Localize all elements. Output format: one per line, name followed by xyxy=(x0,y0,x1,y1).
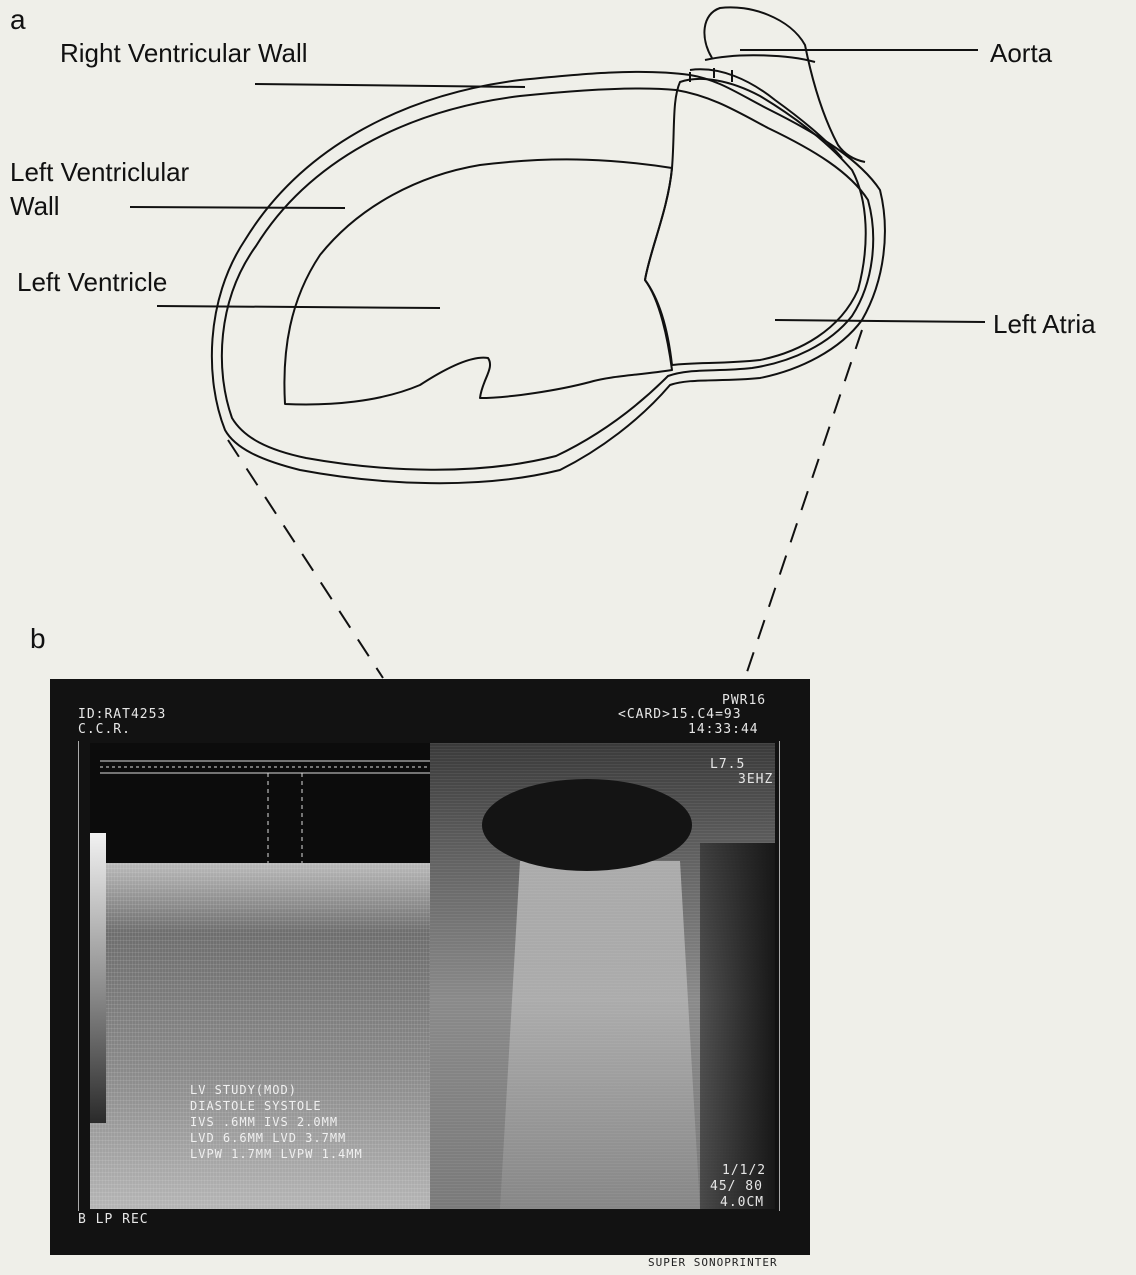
mode-date-label: <CARD>15.C4=93 xyxy=(618,707,742,722)
label-left-ventricle: Left Ventricle xyxy=(17,267,167,298)
label-left-atria: Left Atria xyxy=(993,309,1096,340)
leader-left-atria xyxy=(775,320,985,322)
printer-label: SUPER SONOPRINTER xyxy=(648,1256,778,1269)
measure-row: IVS .6MM IVS 2.0MM xyxy=(190,1115,338,1129)
left-ventricle-outline xyxy=(284,159,672,404)
time-label: 14:33:44 xyxy=(688,722,759,737)
aorta-outline xyxy=(704,7,865,162)
heart-outline-diagram xyxy=(0,0,1136,700)
preset-label: PWR16 xyxy=(722,693,766,708)
echocardiogram-screen: ID:RAT4253 C.C.R. PWR16 <CARD>15.C4=93 1… xyxy=(50,679,810,1255)
frequency-label: 3EHZ xyxy=(738,772,773,787)
ventricular-wall-outline xyxy=(222,88,873,469)
outer-heart-outline xyxy=(212,72,885,483)
measure-header: LV STUDY(MOD) xyxy=(190,1083,297,1097)
operator-initials: C.C.R. xyxy=(78,722,131,737)
label-left-ventricular-wall-line1: Left Ventriclular xyxy=(10,157,189,188)
mode-footer: B LP REC xyxy=(78,1212,149,1227)
label-left-ventricular-wall-line2: Wall xyxy=(10,191,60,222)
depth-label: 4.0CM xyxy=(720,1195,764,1210)
gain-label: 45/ 80 xyxy=(710,1179,763,1194)
frame-counter: 1/1/2 xyxy=(722,1163,766,1178)
label-right-ventricular-wall: Right Ventricular Wall xyxy=(60,38,308,69)
probe-label: L7.5 xyxy=(710,757,745,772)
label-aorta: Aorta xyxy=(990,38,1052,69)
image-frame xyxy=(78,741,780,1211)
patient-id: ID:RAT4253 xyxy=(78,707,166,722)
measure-row: LVD 6.6MM LVD 3.7MM xyxy=(190,1131,346,1145)
measure-columns: DIASTOLE SYSTOLE xyxy=(190,1099,322,1113)
projection-line-left xyxy=(228,440,383,678)
aorta-inner-outline xyxy=(705,55,815,62)
leader-left-ventricular-wall xyxy=(130,207,345,208)
leader-left-ventricle xyxy=(157,306,440,308)
measure-row: LVPW 1.7MM LVPW 1.4MM xyxy=(190,1147,363,1161)
aortic-root-outline xyxy=(690,69,842,158)
projection-line-right xyxy=(745,330,862,678)
